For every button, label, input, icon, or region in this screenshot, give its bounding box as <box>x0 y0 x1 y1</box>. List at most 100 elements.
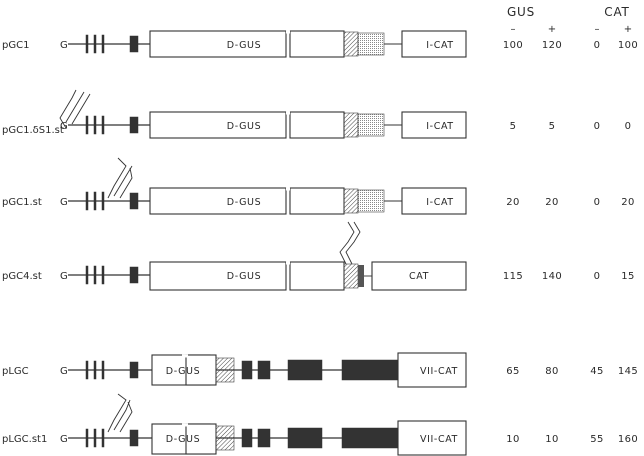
construct-label: pGC1.δS1.st <box>2 125 64 136</box>
gus-plus-value: 140 <box>542 271 562 282</box>
box-label-dgus: D-GUS <box>227 40 261 51</box>
box-label-dgus: D-GUS <box>227 271 261 282</box>
construct-row-pgc1-st: pGC1.st G D-GUS I-CAT 20 20 0 20 <box>2 157 635 215</box>
dotted-segment <box>357 113 385 137</box>
gus-plus-value: 80 <box>545 366 559 377</box>
promoter-marker: G <box>60 366 68 377</box>
exon-ticks <box>85 265 139 285</box>
cat-plus-value: 0 <box>625 121 632 132</box>
dgus-box <box>149 261 287 291</box>
construct-label: pGC1.st <box>2 197 42 208</box>
cat-minus-value: 55 <box>590 434 604 445</box>
viicat-box <box>397 420 467 456</box>
promoter-marker: G <box>60 197 68 208</box>
exon-block <box>341 427 399 449</box>
construct-label: pLGC <box>2 366 29 377</box>
dotted-segment <box>357 189 385 213</box>
cat-minus-value: 45 <box>590 366 604 377</box>
box-label-cat: I-CAT <box>426 40 453 51</box>
gus-minus-value: 10 <box>506 434 520 445</box>
box-label-dgus: D-GUS <box>166 434 200 445</box>
exon-block <box>341 359 399 381</box>
hatched-segment <box>343 112 359 138</box>
construct-row-plgc-st1: pLGC.st1 G D-GUS VII-CAT 10 10 55 160 <box>2 393 638 456</box>
hatched-segment <box>215 425 235 451</box>
dgus-box <box>149 187 287 215</box>
construct-label: pGC1 <box>2 40 29 51</box>
exon-block <box>257 360 271 380</box>
exon-block <box>241 360 253 380</box>
gus-minus-value: 5 <box>510 121 517 132</box>
gus-header: GUS <box>507 5 535 19</box>
stemloop-icon <box>59 89 91 129</box>
construct-row-pgc4-st: pGC4.st G D-GUS CAT 115 140 0 15 <box>2 221 635 291</box>
exon-block <box>287 359 323 381</box>
dotted-segment <box>357 32 385 56</box>
box-label-cat: I-CAT <box>426 197 453 208</box>
cat-plus-header: + <box>624 24 632 35</box>
box-label-cat: I-CAT <box>426 121 453 132</box>
viicat-box <box>397 352 467 388</box>
construct-label: pGC4.st <box>2 271 42 282</box>
gus-minus-value: 20 <box>506 197 520 208</box>
cat-minus-value: 0 <box>594 271 601 282</box>
stemloop-icon <box>339 221 361 265</box>
exon-block <box>241 428 253 448</box>
gus-minus-header: – <box>511 24 516 35</box>
box-label-cat: CAT <box>409 271 429 282</box>
cat-minus-value: 0 <box>594 121 601 132</box>
gus-minus-value: 100 <box>503 40 523 51</box>
exon-block <box>287 427 323 449</box>
construct-label: pLGC.st1 <box>2 434 47 445</box>
cat-plus-value: 15 <box>621 271 635 282</box>
gus-plus-value: 5 <box>549 121 556 132</box>
gus-plus-value: 120 <box>542 40 562 51</box>
cat-box <box>371 261 467 291</box>
promoter-marker: G <box>60 121 68 132</box>
column-headers: GUS CAT – + – + <box>507 5 632 35</box>
cat-plus-value: 145 <box>618 366 638 377</box>
box-label-dgus: D-GUS <box>166 366 200 377</box>
promoter-marker: G <box>60 271 68 282</box>
icat-box <box>401 187 467 215</box>
gus-plus-header: + <box>548 24 556 35</box>
stemloop-icon <box>107 157 133 199</box>
box-label-cat: VII-CAT <box>420 366 458 377</box>
hatched-segment <box>343 188 359 214</box>
promoter-marker: G <box>60 40 68 51</box>
dgus-box <box>149 30 287 58</box>
icat-box <box>401 111 467 139</box>
dgus-box <box>149 111 287 139</box>
gus-minus-value: 65 <box>506 366 520 377</box>
box-label-dgus: D-GUS <box>227 121 261 132</box>
gus-plus-value: 10 <box>545 434 559 445</box>
hatched-segment <box>343 31 359 57</box>
gus-minus-value: 115 <box>503 271 523 282</box>
cat-header: CAT <box>604 5 629 19</box>
box-label-dgus: D-GUS <box>227 197 261 208</box>
exon-block <box>257 428 271 448</box>
box-label-cat: VII-CAT <box>420 434 458 445</box>
cat-minus-header: – <box>595 24 600 35</box>
hatched-segment <box>343 263 359 289</box>
cat-plus-value: 100 <box>618 40 638 51</box>
cat-minus-value: 0 <box>594 197 601 208</box>
cat-minus-value: 0 <box>594 40 601 51</box>
construct-row-plgc: pLGC G D-GUS VII-CAT 65 80 45 145 <box>2 352 638 388</box>
exon-ticks <box>85 191 139 211</box>
construct-row-pgc1: pGC1 G D-GUS I-CAT 100 120 0 100 <box>2 30 638 58</box>
exon-ticks <box>85 34 139 54</box>
hatched-segment <box>215 357 235 383</box>
construct-row-pgc1-ds1-st: pGC1.δS1.st G D-GUS I-CAT 5 5 0 0 <box>2 89 632 139</box>
cat-plus-value: 160 <box>618 434 638 445</box>
exon-ticks <box>85 115 139 135</box>
exon-ticks <box>85 428 139 448</box>
exon-ticks <box>85 360 139 380</box>
stemloop-icon <box>107 393 133 433</box>
gus-plus-value: 20 <box>545 197 559 208</box>
cat-plus-value: 20 <box>621 197 635 208</box>
dark-segment <box>358 265 364 287</box>
icat-box <box>401 30 467 58</box>
promoter-marker: G <box>60 434 68 445</box>
